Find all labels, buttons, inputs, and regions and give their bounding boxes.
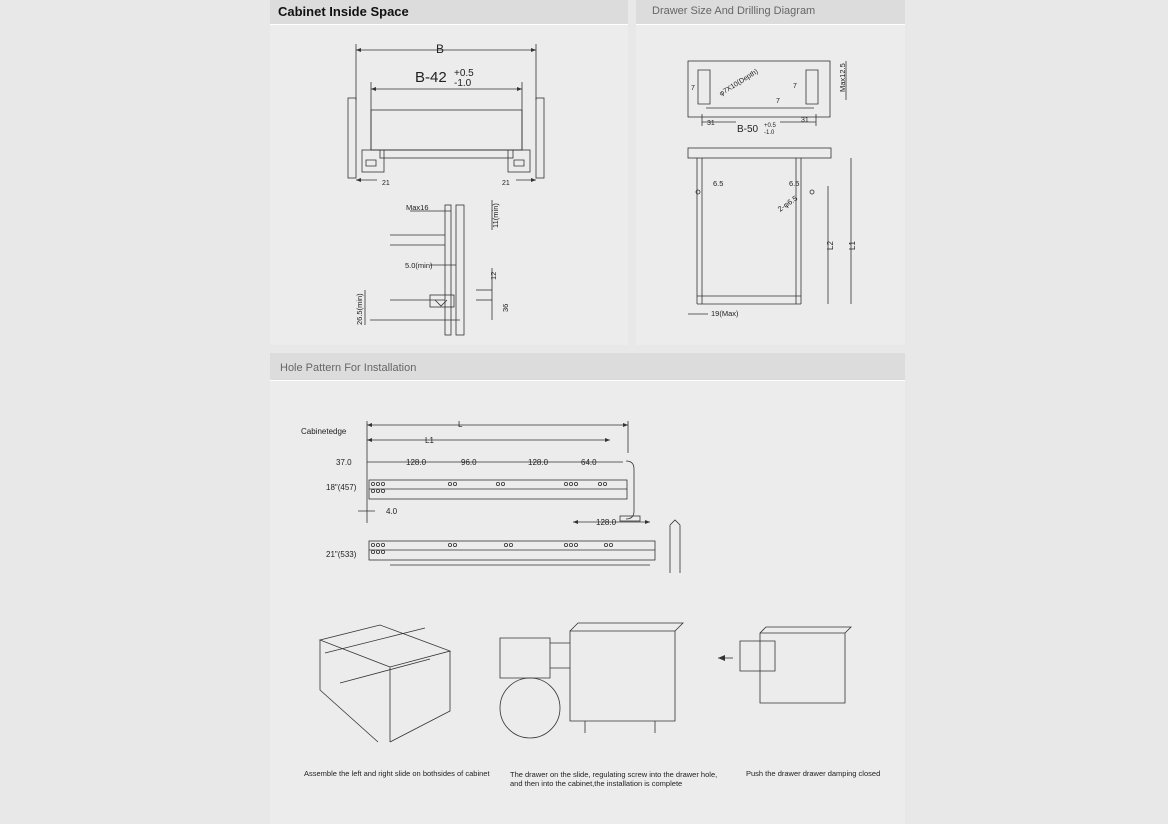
dim-128-0-b: 128.0 xyxy=(528,458,549,467)
dim-6-5-a: 6.5 xyxy=(713,179,723,188)
dim-b42: B-42 xyxy=(415,69,447,86)
dim-12: 12 xyxy=(489,272,498,280)
dim-l1: L1 xyxy=(848,241,857,250)
cabinet-inside-space-title: Cabinet Inside Space xyxy=(278,4,409,19)
dim-7-a: 7 xyxy=(691,85,695,92)
cabinet-inside-space-header: Cabinet Inside Space xyxy=(270,0,628,25)
length-21-inch: 21"(533) xyxy=(326,550,357,559)
dim-128-0-a: 128.0 xyxy=(406,458,427,467)
dim-5min: 5.0(min) xyxy=(405,261,433,270)
dim-7-c: 7 xyxy=(776,98,780,105)
dim-b42-minus: -1.0 xyxy=(454,78,472,89)
label-cabinet-edge: Cabinetedge xyxy=(301,427,347,436)
hole-pattern-panel: Hole Pattern For Installation xyxy=(270,353,905,824)
hole-pattern-header: Hole Pattern For Installation xyxy=(270,353,905,381)
step-3-caption: Push the drawer drawer damping closed xyxy=(746,769,881,778)
dim-l1: L1 xyxy=(425,436,434,445)
dim-21-left: 21 xyxy=(382,180,390,187)
dim-b: B xyxy=(436,42,444,56)
dim-6-5-b: 6.5 xyxy=(789,179,799,188)
dim-l: L xyxy=(458,420,463,429)
dim-36: 36 xyxy=(501,304,510,312)
dim-max12-5: Max12.5 xyxy=(838,63,847,92)
dim-31-a: 31 xyxy=(707,120,715,127)
dim-96-0: 96.0 xyxy=(461,458,477,467)
dim-19max: 19(Max) xyxy=(711,309,739,318)
dim-26-5min: 26.5(min) xyxy=(355,293,364,325)
dim-31-b: 31 xyxy=(801,117,809,124)
dim-l2: L2 xyxy=(826,241,835,250)
step-2-caption-line-2: and then into the cabinet,the installati… xyxy=(510,779,683,788)
step-1-caption: Assemble the left and right slide on bot… xyxy=(304,769,490,778)
dim-b42-plus: +0.5 xyxy=(454,68,474,79)
cabinet-inside-space-panel: Cabinet Inside Space xyxy=(270,0,628,345)
dim-128-0-c: 128.0 xyxy=(596,518,617,527)
dim-11min: 11(min) xyxy=(491,203,500,228)
dim-21-right: 21 xyxy=(502,180,510,187)
drawer-drilling-title: Drawer Size And Drilling Diagram xyxy=(652,5,816,17)
dim-b50-plus: +0.5 xyxy=(764,123,777,129)
dim-64-0: 64.0 xyxy=(581,458,597,467)
drawer-drilling-header: Drawer Size And Drilling Diagram xyxy=(636,0,905,25)
cabinet-inside-space-drawing: B B-42 +0.5 -1.0 21 21 Max16 11(min) 5.0… xyxy=(347,42,545,336)
dim-4-0: 4.0 xyxy=(386,507,398,516)
hole-pattern-drawing: Cabinetedge L L1 37.0 128.0 96.0 128.0 6… xyxy=(301,420,852,743)
dim-7-b: 7 xyxy=(793,83,797,90)
hole-depth-label: φ7X10(Depth) xyxy=(718,68,759,97)
drawer-drilling-drawing: Max12.5 φ7X10(Depth) 7 7 7 31 31 B-50 +0… xyxy=(687,60,857,318)
dim-max16: Max16 xyxy=(406,203,429,212)
hole-pattern-title: Hole Pattern For Installation xyxy=(280,362,417,374)
dim-37-0: 37.0 xyxy=(336,458,352,467)
length-18-inch: 18"(457) xyxy=(326,483,357,492)
drawer-drilling-panel: Drawer Size And Drilling Diagram Max12.5 xyxy=(636,0,905,345)
dim-b50: B-50 xyxy=(737,124,759,135)
step-2-caption-line-1: The drawer on the slide, regulating scre… xyxy=(510,770,718,779)
dim-b50-minus: -1.0 xyxy=(764,130,775,136)
